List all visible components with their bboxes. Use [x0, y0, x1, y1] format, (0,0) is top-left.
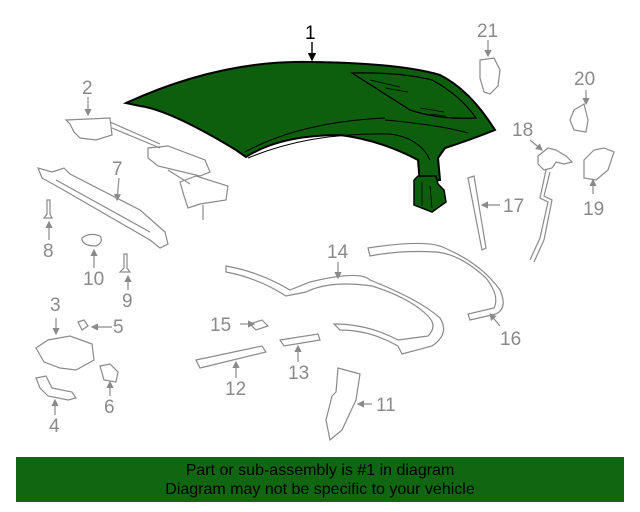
- plate-part-3[interactable]: [35, 335, 95, 371]
- bolt-part-8[interactable]: [42, 199, 53, 219]
- banner-line-1: Part or sub-assembly is #1 in diagram: [185, 462, 455, 479]
- leader-lines: [45, 40, 597, 415]
- callout-1[interactable]: 1: [305, 23, 316, 44]
- callout-12[interactable]: 12: [225, 379, 247, 400]
- callout-9[interactable]: 9: [122, 291, 133, 312]
- bracket-part-20[interactable]: [569, 103, 589, 133]
- clip-part-5[interactable]: [77, 319, 89, 331]
- callout-6[interactable]: 6: [104, 397, 115, 418]
- callout-5[interactable]: 5: [113, 317, 124, 338]
- bolt-part-9[interactable]: [118, 253, 132, 273]
- callout-15[interactable]: 15: [210, 315, 232, 336]
- seal-part-17[interactable]: [467, 175, 487, 251]
- latch-part-18[interactable]: [529, 147, 574, 263]
- callout-13[interactable]: 13: [288, 363, 310, 384]
- seal-part-13[interactable]: [278, 333, 321, 347]
- rail-part-7[interactable]: [36, 167, 169, 249]
- callout-10[interactable]: 10: [83, 269, 105, 290]
- nut-part-10[interactable]: [81, 233, 102, 247]
- plate-part-11[interactable]: [325, 367, 361, 442]
- callout-16[interactable]: 16: [500, 329, 522, 350]
- linkage-part-2[interactable]: [64, 117, 229, 220]
- callout-4[interactable]: 4: [49, 416, 60, 437]
- callout-8[interactable]: 8: [43, 241, 54, 262]
- bracket-part-19[interactable]: [583, 147, 615, 181]
- seal-part-12[interactable]: [195, 345, 267, 369]
- callout-2[interactable]: 2: [82, 78, 93, 99]
- callout-14[interactable]: 14: [327, 242, 349, 263]
- block-part-6[interactable]: [99, 363, 119, 383]
- weatherstrip-part-16[interactable]: [367, 242, 504, 321]
- weatherstrip-part-14[interactable]: [225, 265, 445, 355]
- info-banner: Part or sub-assembly is #1 in diagram Di…: [16, 457, 624, 502]
- callout-21[interactable]: 21: [477, 21, 499, 42]
- callout-19[interactable]: 19: [583, 199, 605, 220]
- callout-20[interactable]: 20: [574, 69, 596, 90]
- roof-panel-part-1[interactable]: [122, 60, 497, 213]
- callout-18[interactable]: 18: [512, 120, 534, 141]
- clip-part-15[interactable]: [248, 319, 270, 331]
- callout-3[interactable]: 3: [50, 295, 61, 316]
- bracket-part-21[interactable]: [479, 57, 501, 95]
- banner-line-2: Diagram may not be specific to your vehi…: [165, 481, 475, 498]
- callout-7[interactable]: 7: [112, 159, 123, 180]
- bracket-part-4[interactable]: [35, 375, 77, 401]
- callout-11[interactable]: 11: [376, 395, 396, 416]
- callout-17[interactable]: 17: [503, 196, 525, 217]
